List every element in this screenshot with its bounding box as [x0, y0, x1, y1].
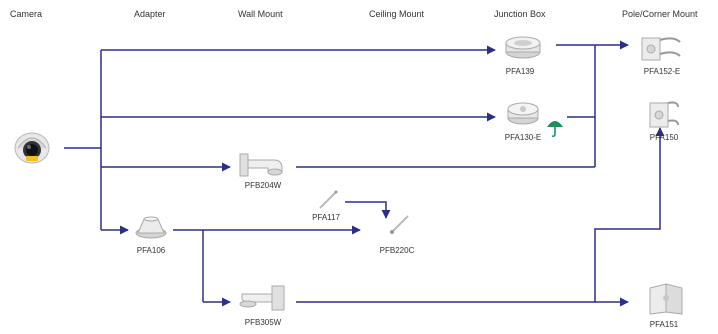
label-pfb204w: PFB204W [244, 181, 282, 190]
line-to-pfa150-vertical [594, 127, 665, 302]
umbrella-icon [547, 121, 563, 138]
label-pfa151: PFA151 [649, 320, 679, 329]
label-pfb220c: PFB220C [379, 246, 415, 255]
pfa130e-junction-box-icon [507, 102, 539, 125]
label-pfa106: PFA106 [136, 246, 166, 255]
camera-icon [14, 132, 50, 164]
pfb220c-ceiling-mount-icon [390, 215, 409, 234]
label-pfa117: PFA117 [312, 213, 340, 222]
pfb305w-wall-mount-icon [239, 285, 285, 311]
header-ceiling-mount: Ceiling Mount [369, 9, 425, 19]
pfa150-pole-mount-icon [649, 101, 679, 128]
label-pfa139: PFA139 [505, 67, 535, 76]
label-pfa130e: PFA130-E [504, 133, 542, 142]
header-pole-corner-mount: Pole/Corner Mount [622, 9, 698, 19]
line-pfa117-to-pfb220c [345, 201, 391, 219]
pfa106-adapter-icon [135, 216, 167, 239]
pfb204w-wall-mount-icon [239, 153, 283, 177]
pfa152e-pole-mount-icon [641, 37, 681, 61]
label-pfb305w: PFB305W [244, 318, 282, 327]
pfa139-junction-box-icon [505, 36, 541, 59]
pfa151-corner-mount-icon [649, 283, 683, 315]
header-camera: Camera [10, 9, 43, 19]
header-wall-mount: Wall Mount [238, 9, 283, 19]
label-pfa152e: PFA152-E [643, 67, 681, 76]
pfa117-pole-icon [319, 190, 338, 209]
label-pfa150: PFA150 [649, 133, 679, 142]
header-junction-box: Junction Box [494, 9, 546, 19]
header-adapter: Adapter [134, 9, 166, 19]
